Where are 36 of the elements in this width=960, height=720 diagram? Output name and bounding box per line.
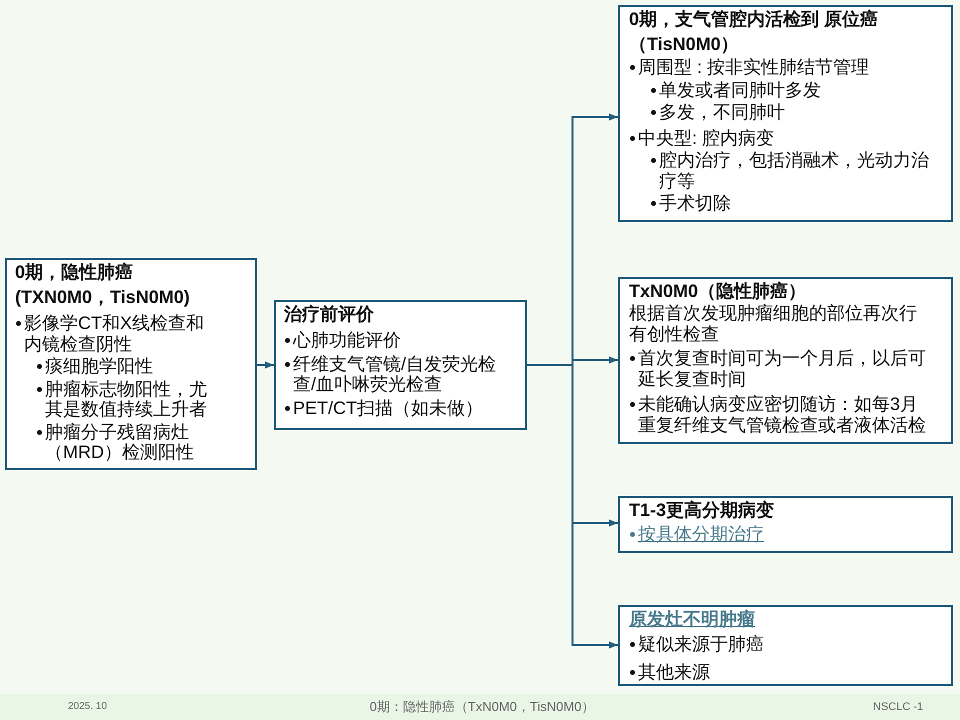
bullet-item: 痰细胞学阳性 (45, 356, 154, 376)
box-text: 根据首次发现肿瘤细胞的部位再次行有创性检查 (629, 303, 918, 344)
box-heading: 0期，隐性肺癌(TXN0M0，TisN0M0) (15, 261, 191, 309)
bullet-item: 纤维支气管镜/自发荧光检查/血卟啉荧光检查 (293, 354, 498, 394)
bullet-item: 心肺功能评价 (293, 330, 402, 350)
box-heading: 治疗前评价 (284, 303, 375, 326)
bullet-item: 多发，不同肺叶 (659, 102, 786, 122)
bullet-item: 周围型 : 按非实性肺结节管理 (638, 57, 870, 78)
bullet-item: 未能确认病变应密切随访：如每3月重复纤维支气管镜检查或者液体活检 (638, 394, 927, 435)
bullet-item: 单发或者同肺叶多发 (659, 80, 822, 100)
link: 按具体分期治疗 (638, 524, 765, 544)
bullet-item: 肿瘤分子残留病灶（MRD）检测阳性 (45, 422, 195, 462)
bullet-item: 肿瘤标志物阳性，尤其是数值持续上升者 (45, 378, 208, 420)
info-box (5, 258, 257, 470)
bullet-item: 影像学CT和X线检查和内镜检查阴性 (24, 313, 205, 354)
arrow (257, 361, 274, 369)
bullet-item: 疑似来源于肺癌 (638, 634, 765, 654)
box-heading: TxN0M0（隐性肺癌） (629, 280, 808, 303)
footer-text: 0期：隐性肺癌（TxN0M0，TisN0M0） (370, 698, 594, 716)
arrow (527, 364, 618, 649)
bullet-item: 其他来源 (638, 662, 711, 682)
footer-text: 2025. 10 (68, 700, 107, 714)
heading-link: 原发灶不明肿瘤 (629, 608, 756, 631)
footer-text: NSCLC -1 (873, 700, 924, 715)
info-box (274, 300, 527, 430)
box-heading: T1-3更高分期病变 (629, 499, 776, 522)
info-box (618, 277, 953, 444)
bullet-item: 手术切除 (659, 193, 732, 214)
bullet-item: 腔内治疗，包括消融术，光动力治疗等 (659, 150, 930, 191)
info-box (618, 496, 953, 553)
info-box (618, 5, 953, 222)
bullet-item: 中央型: 腔内病变 (638, 128, 776, 148)
info-box (618, 605, 953, 686)
bullet-item: PET/CT扫描（如未做） (293, 398, 484, 418)
bullet-item: 首次复查时间可为一个月后，以后可延长复查时间 (638, 348, 927, 389)
box-heading: 0期，支气管腔内活检到 原位癌（TisN0M0） (629, 8, 880, 56)
